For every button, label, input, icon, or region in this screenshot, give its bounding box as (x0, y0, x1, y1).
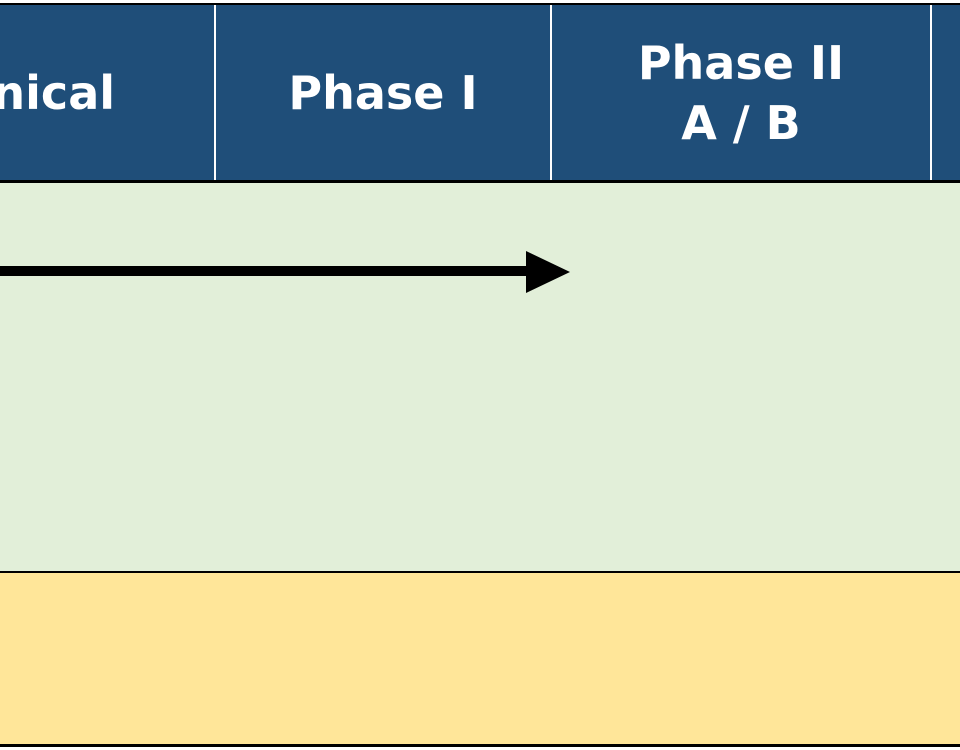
phase-header-band: nical Phase I Phase II A / B (0, 3, 960, 183)
progress-arrow-head-icon (526, 251, 570, 293)
header-divider (930, 5, 932, 180)
header-phase-1: Phase I (288, 65, 478, 120)
header-preclinical: nical (0, 65, 115, 120)
header-phase-3 (931, 5, 960, 180)
header-phase-2: Phase II A / B (637, 35, 845, 150)
swimlane-yellow (0, 573, 960, 747)
header-divider (214, 5, 216, 180)
progress-arrow-shaft (0, 266, 530, 276)
swimlane-green (0, 183, 960, 573)
header-divider (550, 5, 552, 180)
